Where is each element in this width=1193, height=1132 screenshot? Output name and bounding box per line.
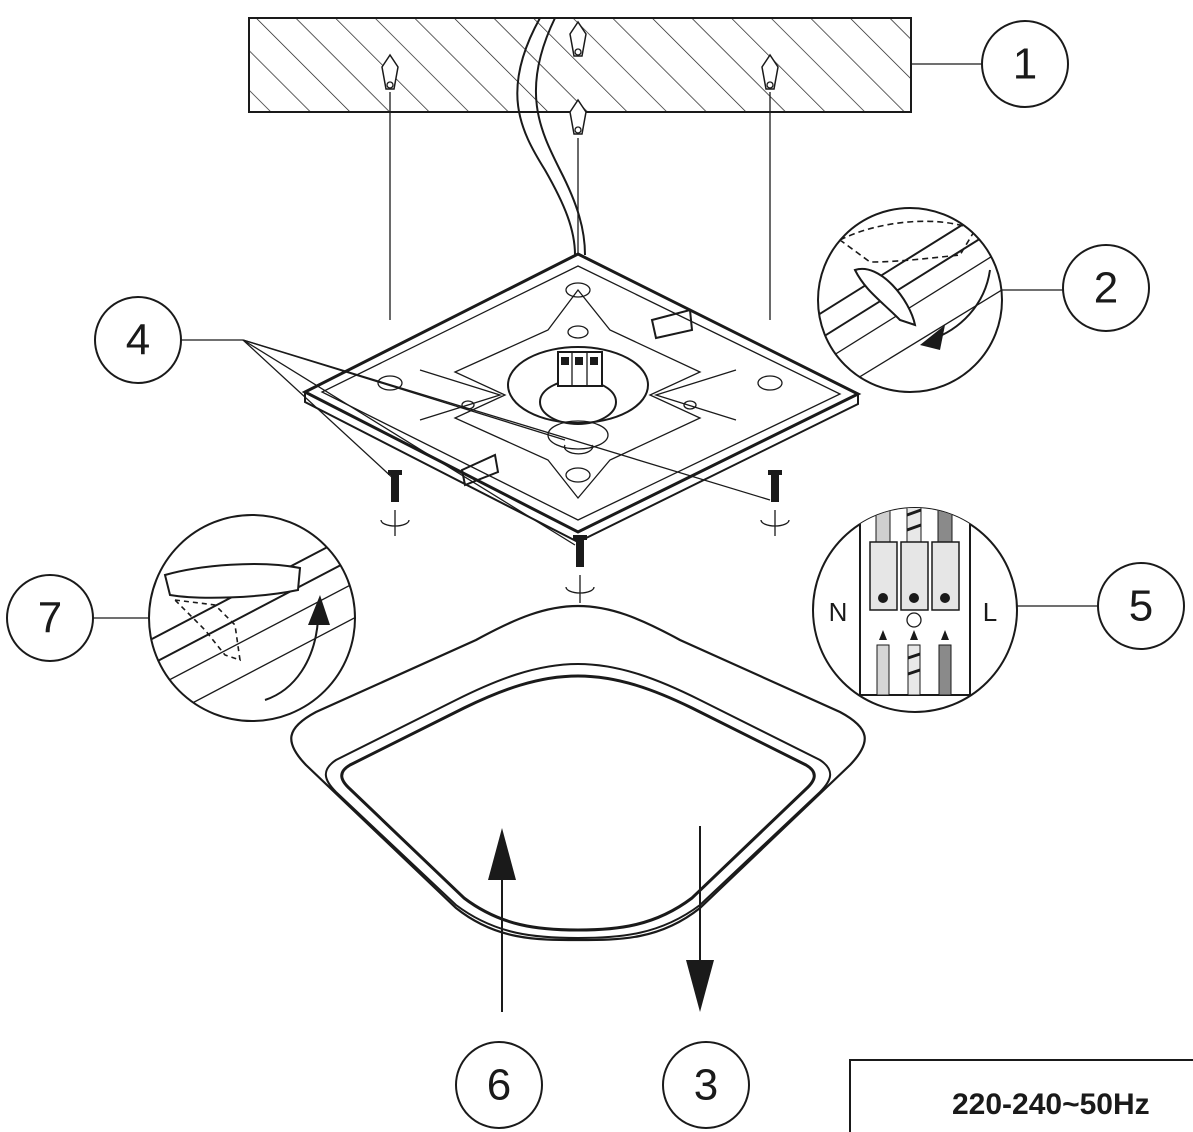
callout-1: 1 <box>911 20 1069 108</box>
rating-box: 220-240~50Hz <box>849 1059 1193 1132</box>
arrow-up-6 <box>488 828 516 1012</box>
wall-plugs <box>381 20 779 135</box>
detail-7-latch <box>148 514 356 722</box>
fixing-screws <box>380 470 790 603</box>
callout-3-label: 3 <box>694 1061 718 1110</box>
live-label: L <box>983 597 997 627</box>
callout-4-label: 4 <box>126 316 150 365</box>
callout-5-label: 5 <box>1129 582 1153 631</box>
mounting-base <box>301 252 862 544</box>
guide-lines <box>389 92 771 320</box>
callout-6: 6 <box>455 1041 543 1129</box>
callout-6-label: 6 <box>487 1061 511 1110</box>
detail-5-wiring: N L <box>812 507 1018 713</box>
detail-2-latch <box>817 207 1003 393</box>
callout-3: 3 <box>662 1041 750 1129</box>
callout-4: 4 <box>94 296 771 546</box>
neutral-label: N <box>829 597 848 627</box>
callout-1-label: 1 <box>1013 40 1037 89</box>
callout-2: 2 <box>1002 244 1150 332</box>
rating-text: 220-240~50Hz <box>952 1088 1150 1121</box>
callout-2-label: 2 <box>1094 264 1118 313</box>
callout-7-label: 7 <box>38 594 62 643</box>
callout-5: 5 <box>1017 562 1185 650</box>
diffuser-cover <box>290 604 866 942</box>
arrow-down-3 <box>686 826 714 1012</box>
supply-cable <box>516 17 586 256</box>
callout-7: 7 <box>6 574 150 662</box>
